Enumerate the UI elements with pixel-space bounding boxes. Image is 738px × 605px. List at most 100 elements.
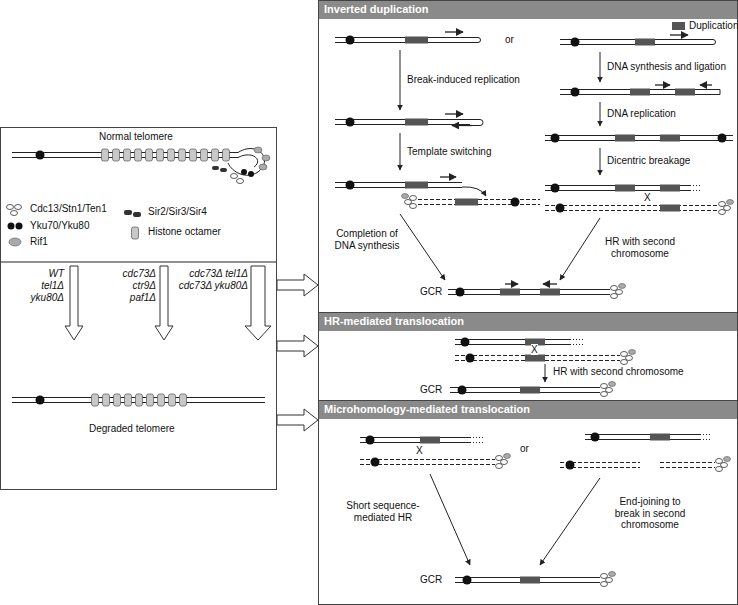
histone-octamer: [113, 149, 120, 161]
histone-octamer: [169, 394, 176, 406]
histone-octamer: [125, 394, 132, 406]
rif1-protein: [724, 457, 731, 462]
legend-item: Cdc13/Stn1/Ten1: [30, 203, 107, 215]
step-label: DNA synthesis and ligation: [607, 61, 726, 72]
panel-title: Microhomology-mediated translocation: [319, 401, 535, 418]
dna-strand: [360, 459, 495, 460]
dna-strand: [660, 467, 715, 468]
dna-strand: [545, 135, 733, 136]
legend-sample: [7, 205, 14, 210]
histone-octamer: [146, 149, 153, 161]
histone-octamer: [180, 394, 187, 406]
hollow-connector-arrow: [277, 274, 318, 296]
panel-header: Microhomology-mediated translocation: [319, 401, 737, 419]
rif1-protein: [619, 284, 626, 289]
histone-octamer: [147, 394, 154, 406]
legend-text: Yku70/Yku80: [30, 220, 90, 232]
legend-text: Histone octamer: [148, 226, 221, 238]
centromere-dot: [463, 576, 472, 585]
step-label: DNA replication: [607, 108, 676, 119]
legend-item: Histone octamer: [148, 226, 221, 238]
hollow-connector-arrow: [277, 409, 318, 431]
closed-end: [720, 90, 721, 95]
legend-sample: [8, 223, 15, 230]
centromere-dot: [461, 338, 470, 347]
label-holder: GCR: [420, 384, 442, 396]
genotype-label: cdc73Δ: [123, 268, 156, 279]
centromere-dot: [556, 204, 565, 213]
label-holder: Completion of DNA synthesis: [327, 228, 407, 251]
centromere-dot: [551, 134, 560, 143]
label-holder: X: [531, 344, 538, 356]
duplication-block: [660, 135, 680, 142]
step-label: HR with second chromosome: [553, 366, 684, 377]
step-arrow: [600, 102, 601, 126]
hollow-arrow: [65, 266, 83, 340]
hollow-connector-arrow: [277, 335, 318, 357]
rif1-protein: [259, 164, 267, 170]
centromere-dot: [591, 433, 600, 442]
histone-octamer: [102, 149, 109, 161]
cap-protein: [496, 464, 503, 469]
step-label: X: [531, 344, 538, 355]
legend-sample: [124, 210, 132, 215]
dna-strand: [545, 210, 718, 211]
label-holder: tel1Δ: [0, 280, 64, 292]
label-holder: Dicentric breakage: [607, 155, 690, 167]
direction-arrow: [445, 113, 463, 114]
label-holder: DNA synthesis and ligation: [607, 61, 726, 73]
rif1-protein: [629, 350, 636, 355]
histone-octamer: [168, 149, 175, 161]
step-arrow: [430, 474, 470, 565]
text-holder: Normal telomere: [99, 131, 173, 143]
step-arrow: [600, 148, 601, 175]
step-arrow: [400, 214, 445, 280]
label-holder: cdc73Δ: [0, 268, 156, 280]
duplication-block: [500, 289, 520, 296]
dna-strand: [335, 187, 462, 188]
label-holder: Template switching: [407, 146, 491, 158]
label-holder: paf1Δ: [0, 292, 156, 304]
dna-strand: [335, 37, 470, 38]
histone-octamer: [124, 149, 131, 161]
rif1-protein: [402, 194, 409, 199]
rif1-protein: [609, 382, 616, 387]
histone-octamer: [201, 149, 208, 161]
step-arrow: [560, 218, 600, 280]
step-arrow: [600, 52, 601, 82]
step-label: or: [520, 443, 529, 454]
degraded-end: [570, 344, 585, 345]
centromere-dot: [458, 386, 467, 395]
duplication-block: [635, 39, 655, 46]
step-label: Break-induced replication: [407, 74, 520, 85]
centromere-dot: [551, 184, 560, 193]
label-holder: End-joining to break in second chromosom…: [608, 496, 692, 531]
duplication-block: [650, 434, 670, 441]
label-holder: X: [644, 192, 651, 204]
direction-arrow: [505, 283, 518, 284]
duplication-block: [525, 355, 545, 362]
label-holder: HR with second chromosome: [598, 236, 682, 259]
histone-octamer: [136, 394, 143, 406]
label-holder: X: [416, 445, 423, 457]
duplication-block: [615, 185, 635, 192]
histone-octamer: [103, 394, 110, 406]
duplication-block: [455, 199, 478, 206]
rif1-protein: [504, 454, 511, 459]
sir-protein: [212, 166, 219, 170]
duplication-block: [520, 577, 540, 584]
cap-protein: [716, 467, 723, 472]
histone-octamer: [223, 149, 230, 161]
rif1-protein: [727, 200, 734, 205]
histone-octamer: [132, 227, 139, 239]
histone-octamer: [158, 394, 165, 406]
duplication-block: [660, 205, 680, 212]
centromere-dot: [571, 38, 580, 47]
centromere-dot: [366, 436, 375, 445]
step-arrow: [540, 478, 600, 565]
step-arrow: [400, 133, 401, 170]
centromere-dot: [718, 134, 727, 143]
duplication-block: [420, 437, 440, 444]
centromere-dot: [346, 181, 355, 190]
